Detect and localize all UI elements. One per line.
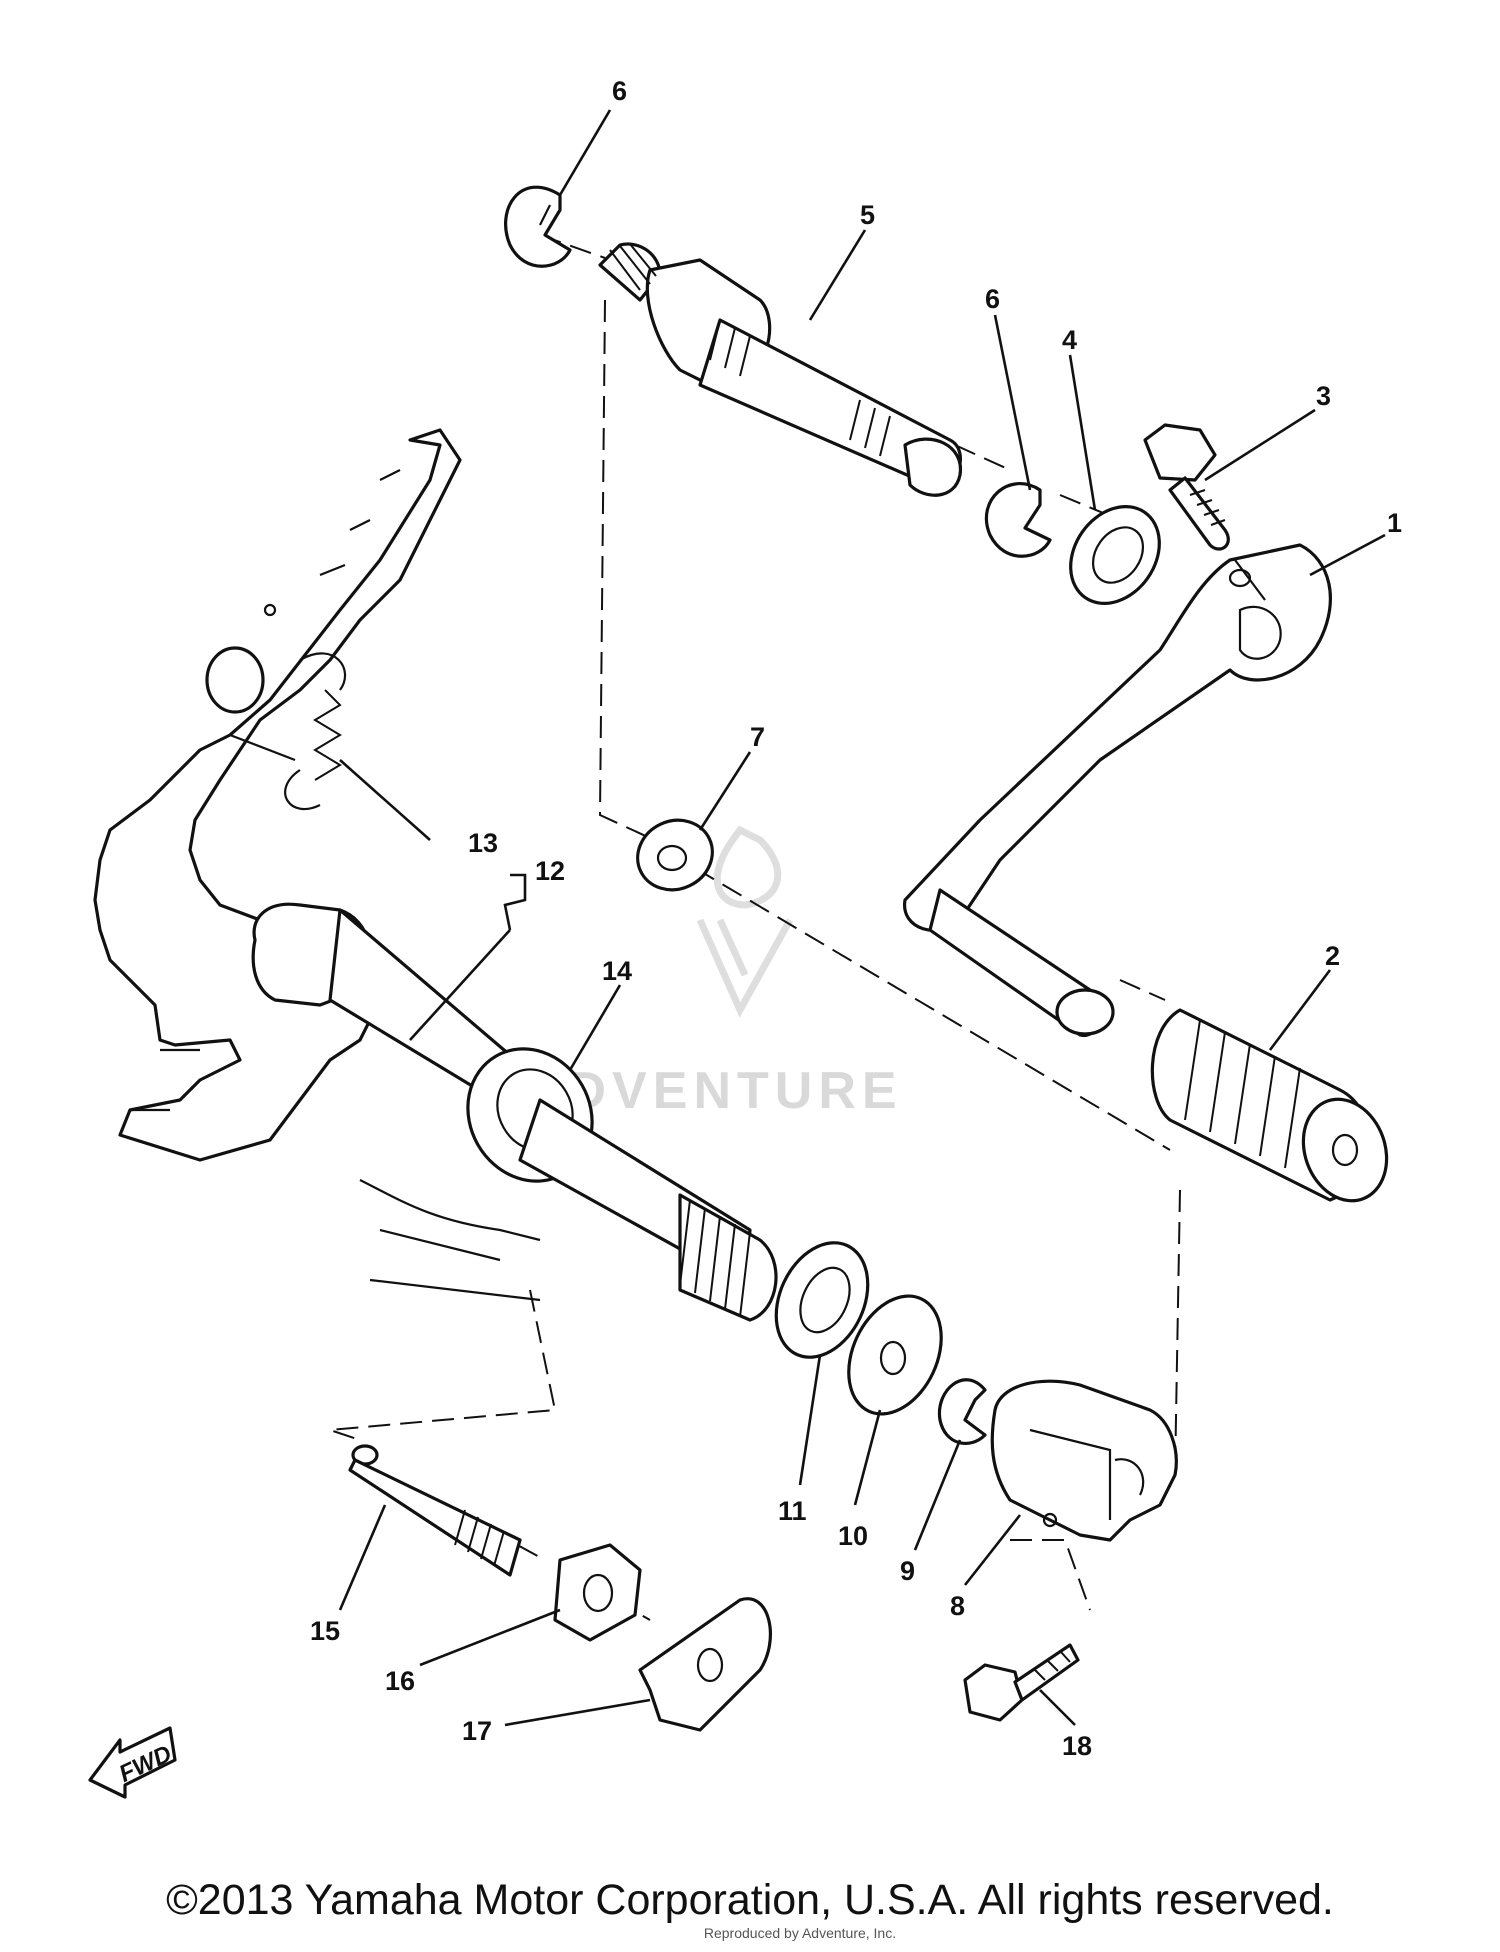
shift-pedal — [903, 543, 1332, 1037]
reproduced-note: Reproduced by Adventure, Inc. — [703, 1925, 897, 1941]
circlip-lower — [984, 482, 1052, 558]
callout-1: 1 — [1387, 508, 1402, 538]
washer-10 — [847, 1294, 943, 1416]
shift-shaft-lower — [359, 1098, 778, 1322]
stud-bolt — [348, 1444, 522, 1577]
callout-numbers: 6 5 6 4 3 1 7 2 14 13 12 11 10 9 8 15 16… — [310, 76, 1402, 1761]
callout-6-upper: 6 — [612, 76, 627, 106]
callout-8: 8 — [950, 1591, 965, 1621]
pedal-rubber — [1150, 1008, 1389, 1203]
leader-lines — [338, 109, 1386, 1727]
bolt-18 — [963, 1643, 1080, 1722]
bolt-upper — [1143, 423, 1230, 551]
shift-shaft-upper — [598, 242, 962, 497]
callout-14: 14 — [602, 956, 632, 986]
nut — [553, 1543, 642, 1642]
callout-3: 3 — [1316, 381, 1331, 411]
callout-12: 12 — [535, 856, 565, 886]
callout-5: 5 — [860, 200, 875, 230]
callout-7: 7 — [750, 722, 765, 752]
shift-arm-clamp — [990, 1379, 1178, 1542]
cam-plate — [638, 1597, 772, 1732]
callout-15: 15 — [310, 1616, 340, 1646]
callout-10: 10 — [838, 1521, 868, 1551]
copyright-notice: ©2013 Yamaha Motor Corporation, U.S.A. A… — [166, 1876, 1334, 1924]
callout-11: 11 — [778, 1496, 807, 1526]
callout-18: 18 — [1062, 1731, 1092, 1761]
forward-arrow-icon: FWD — [88, 1726, 177, 1799]
callout-2: 2 — [1325, 941, 1340, 971]
circlip-upper — [504, 185, 572, 268]
callout-4: 4 — [1062, 325, 1077, 355]
circlip-9 — [937, 1378, 987, 1445]
callout-13: 13 — [468, 828, 498, 858]
washer-7 — [636, 818, 714, 892]
shift-arm-assembly — [93, 428, 547, 1162]
oil-seal-upper — [1069, 505, 1161, 605]
oil-seal-11 — [774, 1241, 870, 1359]
callout-6-lower: 6 — [985, 284, 1000, 314]
callout-9: 9 — [900, 1556, 915, 1586]
watermark: ADVENTURE — [525, 825, 897, 1120]
callout-16: 16 — [385, 1666, 415, 1696]
callout-17: 17 — [462, 1716, 492, 1746]
